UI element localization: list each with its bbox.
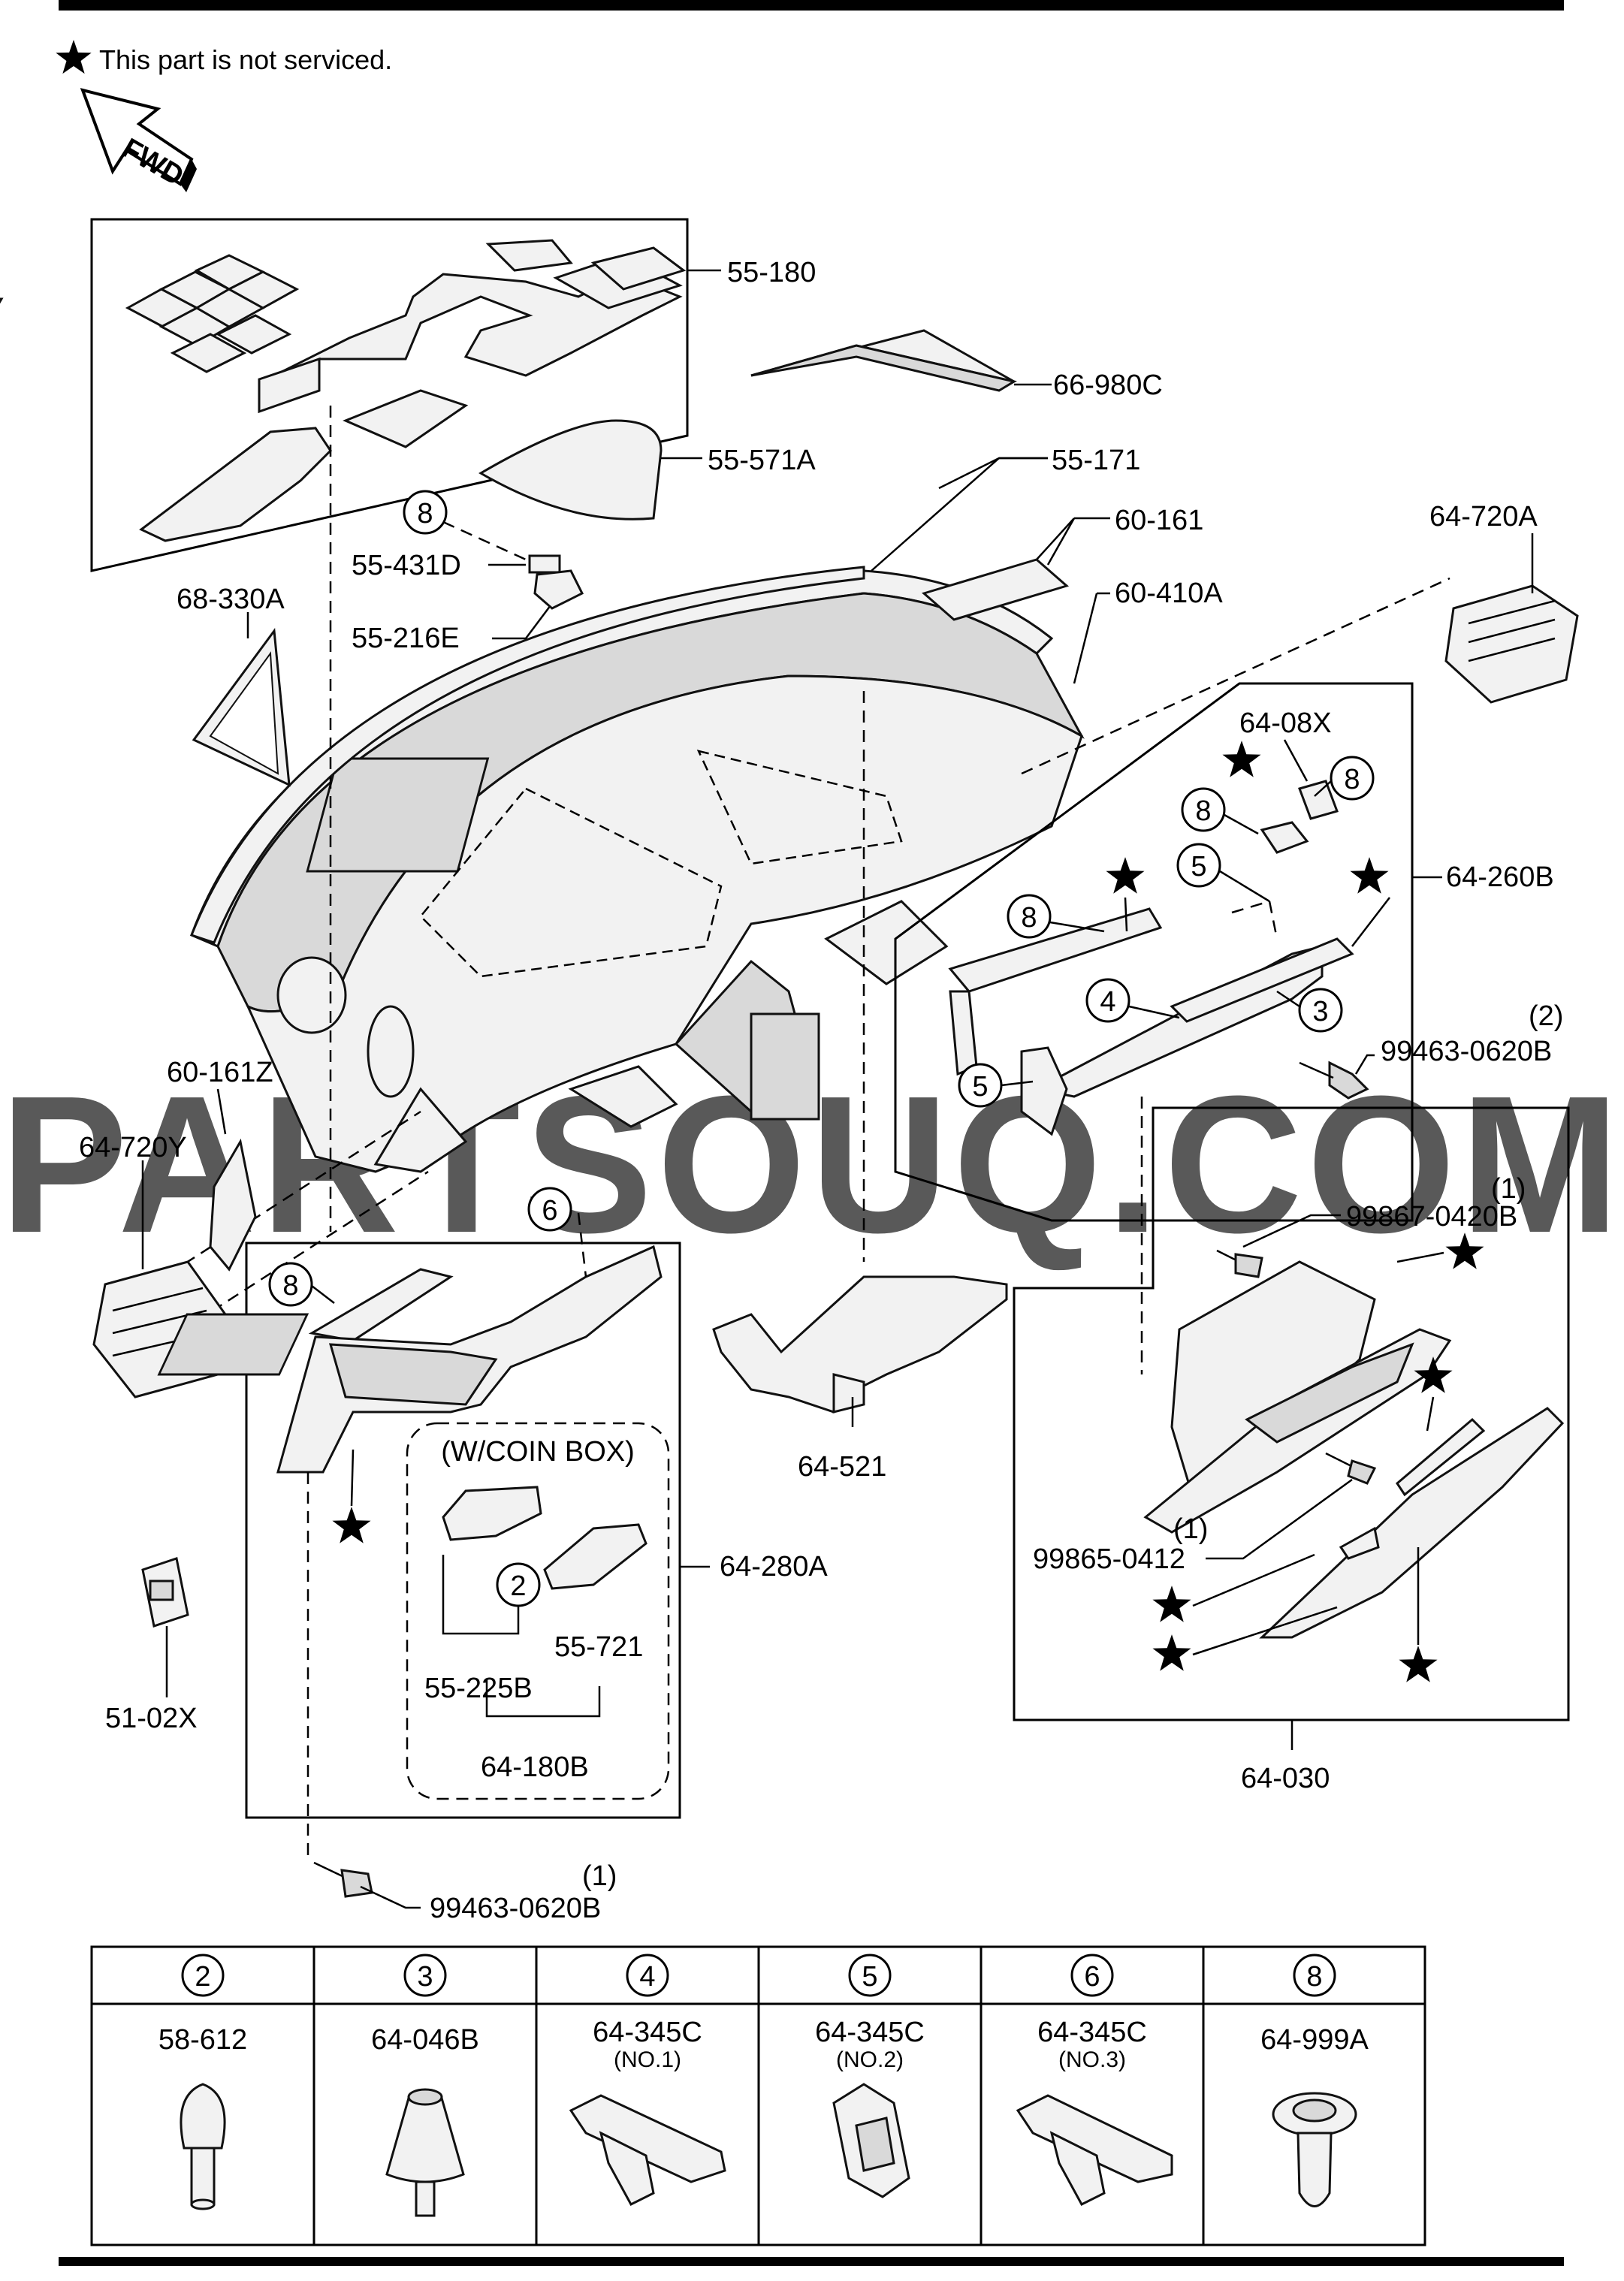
callout-64-180b: 64-180B [481, 1751, 589, 1783]
glove-box-lid-parts [1143, 1249, 1565, 1639]
callout-66-980c: 66-980C [1053, 370, 1163, 401]
switch-module [141, 1557, 189, 1628]
callout-99463-0620b-bottom: 99463-0620B [430, 1893, 601, 1924]
ref-circle-5-box1: 5 [1191, 851, 1206, 883]
dashboard-assembly [190, 569, 1085, 1173]
retainer-clip-icon [1016, 2094, 1173, 2206]
ref-circle-8-glove: 8 [282, 1270, 298, 1302]
coin-box-outline [406, 1422, 670, 1800]
callout-68-330a: 68-330A [177, 584, 285, 615]
coin-box-label: (W/COIN BOX) [441, 1436, 635, 1468]
callout-qty-1b: (1) [1173, 1513, 1208, 1545]
spring-clip-icon [832, 2083, 910, 2198]
legend-part: 64-345C [815, 2017, 925, 2048]
top-rule [59, 0, 1564, 11]
legend-ref: 6 [1084, 1961, 1100, 1993]
fwd-arrow-icon: FWD [80, 88, 197, 192]
legend-ref: 5 [862, 1961, 877, 1993]
not-serviced-note: This part is not serviced. [99, 44, 392, 75]
ref-circle-3: 3 [1312, 996, 1328, 1027]
callout-64-521: 64-521 [798, 1451, 886, 1483]
bottom-rule [59, 2257, 1564, 2266]
ref-circle-6: 6 [542, 1195, 557, 1226]
bolt-bottom [313, 1861, 373, 1898]
star-icon [1222, 741, 1261, 777]
glove-box-upper-parts [948, 780, 1354, 1136]
legend-part: 64-046B [371, 2024, 479, 2056]
callout-55-171: 55-171 [1052, 445, 1140, 476]
legend-ref: 2 [195, 1961, 210, 1993]
legend-part: 64-345C [1037, 2017, 1147, 2048]
ref-circle-8-box1: 8 [1344, 764, 1360, 795]
callout-55-180: 55-180 [727, 257, 816, 288]
callout-99463-0620b-top: 99463-0620B [1381, 1036, 1552, 1067]
right-air-vent [1444, 533, 1579, 704]
bolt-top [1299, 1061, 1369, 1100]
legend-ref: 4 [639, 1961, 655, 1993]
clip-fastener [528, 554, 584, 610]
callout-qty-1a: (1) [1491, 1173, 1526, 1205]
push-pin-clip-icon [180, 2083, 226, 2210]
ref-circle-2: 2 [510, 1570, 526, 1602]
star-icon [1106, 857, 1145, 894]
callout-55-216e: 55-216E [352, 623, 460, 654]
star-icon [332, 1507, 371, 1543]
legend-part: 58-612 [158, 2024, 247, 2056]
retainer-clip-icon [569, 2094, 726, 2206]
legend-part: 64-345C [593, 2017, 702, 2048]
legend-ref: 8 [1306, 1961, 1322, 1993]
ref-circle-8-box3: 8 [1021, 902, 1037, 934]
callout-99865-0412: 99865-0412 [1033, 1543, 1185, 1575]
callout-55-721: 55-721 [554, 1631, 643, 1663]
callout-60-410a: 60-410A [1115, 578, 1223, 609]
ref-circle-8-top: 8 [417, 498, 433, 530]
legend-part: 64-999A [1260, 2024, 1369, 2056]
mounting-bracket [157, 1275, 1008, 1414]
coin-box-parts [442, 1486, 647, 1590]
callout-60-161: 60-161 [1115, 505, 1203, 536]
callout-64-280a: 64-280A [720, 1551, 828, 1583]
callout-qty-2: (2) [1529, 1000, 1563, 1032]
callout-60-161z: 60-161Z [167, 1057, 273, 1088]
callout-qty-1c: (1) [582, 1860, 617, 1892]
ref-circle-8-box2: 8 [1195, 795, 1211, 827]
callout-55-431d: 55-431D [352, 550, 461, 581]
legend-ref: 3 [417, 1961, 433, 1993]
callout-99867-0420b: 99867-0420B [1346, 1201, 1517, 1233]
legend-sub: (NO.1) [614, 2047, 681, 2072]
side-defroster-grille [921, 558, 1070, 621]
left-side-grille [209, 1138, 257, 1272]
legend-table: 2 58-612 3 64-046B 4 64-345C (NO.1) 5 64… [90, 1945, 1426, 2246]
star-icon [1350, 857, 1389, 894]
push-rivet-icon [1272, 2092, 1357, 2207]
star-icon [56, 40, 92, 74]
callout-64-030: 64-030 [1241, 1763, 1330, 1794]
legend-sub: (NO.3) [1058, 2047, 1126, 2072]
callout-55-571a: 55-571A [708, 445, 816, 476]
callout-64-260b: 64-260B [1446, 861, 1554, 893]
ref-circle-4: 4 [1100, 986, 1115, 1018]
cone-stopper-icon [385, 2088, 465, 2217]
callout-64-720a: 64-720A [1429, 501, 1538, 533]
callout-64-08x: 64-08X [1239, 708, 1332, 739]
star-icon [1152, 1634, 1191, 1671]
speaker-grille [478, 419, 663, 520]
legend-sub: (NO.2) [836, 2047, 904, 2072]
callout-51-02x: 51-02X [105, 1703, 198, 1734]
windshield-molding [190, 566, 865, 944]
star-icon [1152, 1586, 1191, 1622]
star-icon [1399, 1646, 1438, 1682]
callout-55-225b: 55-225B [424, 1673, 533, 1704]
ref-circle-5-box2: 5 [972, 1071, 988, 1103]
insulator-set-group [0, 218, 721, 572]
callout-64-720y: 64-720Y [79, 1132, 187, 1163]
glove-box-lower-parts [276, 1212, 663, 1474]
